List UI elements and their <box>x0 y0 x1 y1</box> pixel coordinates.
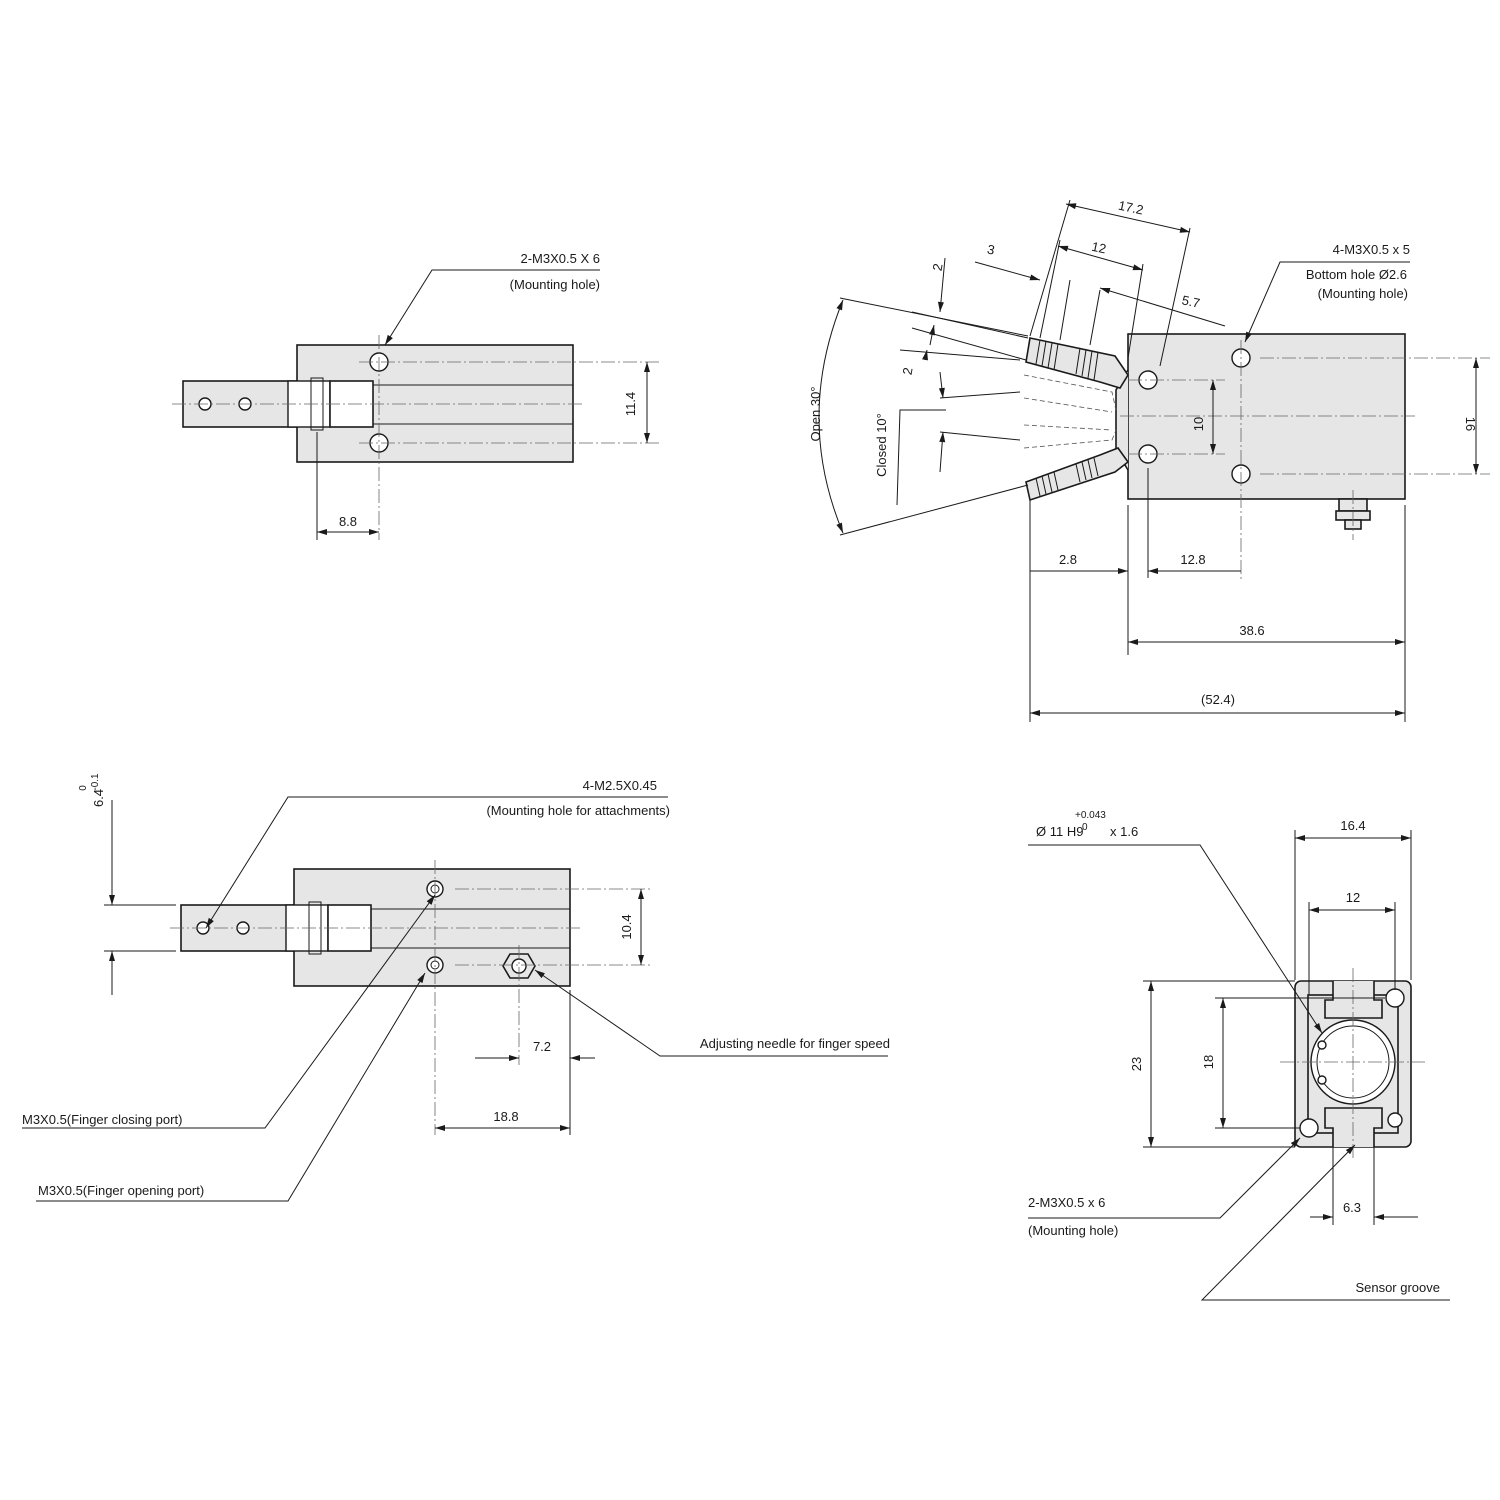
callout-bore: Ø 11 H9 <box>1036 824 1083 839</box>
dim-8-8: 8.8 <box>339 514 357 529</box>
callout-end-mounting-note: (Mounting hole) <box>1028 1223 1118 1238</box>
dim-17-2: 17.2 <box>1117 198 1145 218</box>
top-left-view: 11.4 8.8 2-M3X0.5 X 6 (Mounting hole) <box>172 251 660 540</box>
callout-attachment-note: (Mounting hole for attachments) <box>486 803 670 818</box>
dim-23: 23 <box>1129 1057 1144 1071</box>
dim-12-8: 12.8 <box>1180 552 1205 567</box>
dim-6-3: 6.3 <box>1343 1200 1361 1215</box>
label-sensor-groove: Sensor groove <box>1355 1280 1440 1295</box>
dim-10-4: 10.4 <box>619 914 634 939</box>
dim-3: 3 <box>986 242 996 258</box>
bottom-right-view: 16.4 12 23 18 6.3 Ø 11 H9 +0.043 0 x 1.6… <box>1028 810 1450 1301</box>
callout-attachment-thread: 4-M2.5X0.45 <box>583 778 657 793</box>
dim-12-end: 12 <box>1346 890 1360 905</box>
dim-7-2: 7.2 <box>533 1039 551 1054</box>
dim-16-4: 16.4 <box>1340 818 1365 833</box>
dim-11-4: 11.4 <box>623 392 638 416</box>
dim-2-8: 2.8 <box>1059 552 1077 567</box>
jaw-upper <box>1025 337 1129 389</box>
dim-16: 16 <box>1463 417 1478 431</box>
dim-52-4: (52.4) <box>1201 692 1235 707</box>
mounting-hole <box>1387 1112 1403 1128</box>
callout-end-mounting: 2-M3X0.5 x 6 <box>1028 1195 1105 1210</box>
tolerance-lower: -0.1 <box>90 773 101 791</box>
label-adjusting-needle: Adjusting needle for finger speed <box>700 1036 890 1051</box>
callout-bore-tol-lower: 0 <box>1082 822 1088 833</box>
jaw-lower <box>1025 447 1130 502</box>
dim-2-lower: 2 <box>900 366 916 376</box>
callout-mounting-note: (Mounting hole) <box>510 277 600 292</box>
mounting-hole <box>1299 1118 1319 1138</box>
label-opening-port: M3X0.5(Finger opening port) <box>38 1183 204 1198</box>
dim-38-6: 38.6 <box>1239 623 1264 638</box>
dim-2-upper: 2 <box>930 262 946 272</box>
callout-mounting-thread: 2-M3X0.5 X 6 <box>521 251 601 266</box>
callout-bottom-hole: Bottom hole Ø2.6 <box>1306 267 1407 282</box>
mounting-hole <box>1385 988 1405 1008</box>
label-closing-port: M3X0.5(Finger closing port) <box>22 1112 182 1127</box>
callout-m3-thread: 4-M3X0.5 x 5 <box>1333 242 1410 257</box>
dim-18: 18 <box>1201 1055 1216 1069</box>
dim-10: 10 <box>1191 417 1206 431</box>
dim-6-4: 6.4 <box>91 789 106 807</box>
bottom-left-view: 10.4 6.4 0 -0.1 7.2 18.8 4-M2.5X0.45 (Mo… <box>22 773 890 1202</box>
top-right-view: 10 16 2.8 12.8 38.6 (52.4) 4-M3X0.5 x 5 … <box>808 198 1490 722</box>
dim-12-top: 12 <box>1090 239 1107 257</box>
dim-18-8: 18.8 <box>493 1109 518 1124</box>
gripper-body-side <box>1127 333 1406 500</box>
angle-closed: Closed 10° <box>874 413 889 477</box>
tolerance-upper: 0 <box>78 785 89 791</box>
dim-5-7: 5.7 <box>1181 292 1202 310</box>
callout-bore-depth: x 1.6 <box>1110 824 1138 839</box>
angle-open: Open 30° <box>808 386 823 441</box>
callout-bore-tol-upper: +0.043 <box>1075 810 1106 821</box>
callout-mounting-note: (Mounting hole) <box>1318 286 1408 301</box>
